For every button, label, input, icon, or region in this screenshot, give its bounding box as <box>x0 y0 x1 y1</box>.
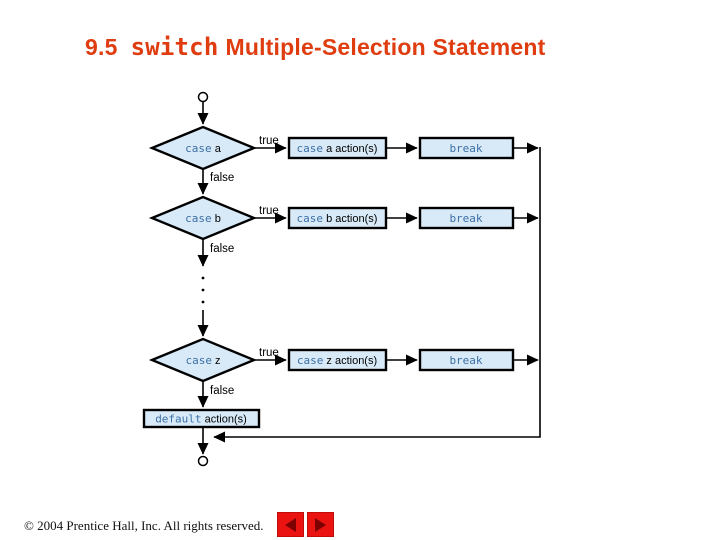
case-a-action-label: case a action(s) <box>297 142 378 155</box>
forward-arrow-icon <box>315 517 326 532</box>
ellipsis-dots <box>201 276 205 304</box>
break-b-label: break <box>449 212 482 225</box>
false-label: false <box>210 243 234 255</box>
case-z-action-label: case z action(s) <box>297 354 377 367</box>
previous-slide-button[interactable] <box>277 512 304 537</box>
default-action-box <box>142 408 261 429</box>
case-b-diamond-label: case b <box>185 212 221 225</box>
case-b-action-label: case b action(s) <box>297 212 378 225</box>
row-case-z: case z true case z action(s) break false <box>148 337 539 408</box>
end-terminal-icon <box>197 455 209 467</box>
section-number: 9.5 <box>85 34 118 60</box>
row-case-b: case b true case b action(s) break false <box>148 195 539 267</box>
case-b-action-box <box>287 206 388 230</box>
row-case-a: case a true case a action(s) break false <box>148 125 539 195</box>
case-z-diamond-label: case z <box>185 354 220 367</box>
false-label: false <box>210 385 234 397</box>
break-z-box <box>418 348 515 372</box>
title-text: Multiple-Selection Statement <box>225 34 546 60</box>
case-a-diamond-label: case a <box>185 142 222 155</box>
title-keyword-switch: switch <box>130 33 219 61</box>
next-slide-button[interactable] <box>307 512 334 537</box>
true-label: true <box>259 347 279 359</box>
copyright-notice: © 2004 Prentice Hall, Inc. All rights re… <box>24 518 264 533</box>
break-a-label: break <box>449 142 482 155</box>
false-label: false <box>210 172 234 184</box>
case-a-action-box <box>287 136 388 160</box>
true-label: true <box>259 135 279 147</box>
default-action-label: default action(s) <box>155 413 247 426</box>
case-z-action-box <box>287 348 388 372</box>
connector-break-collector <box>213 147 541 443</box>
break-a-box <box>418 136 515 160</box>
true-label: true <box>259 205 279 217</box>
back-arrow-icon <box>285 517 296 532</box>
start-terminal-icon <box>197 91 209 103</box>
break-b-box <box>418 206 515 230</box>
break-z-label: break <box>449 354 482 367</box>
